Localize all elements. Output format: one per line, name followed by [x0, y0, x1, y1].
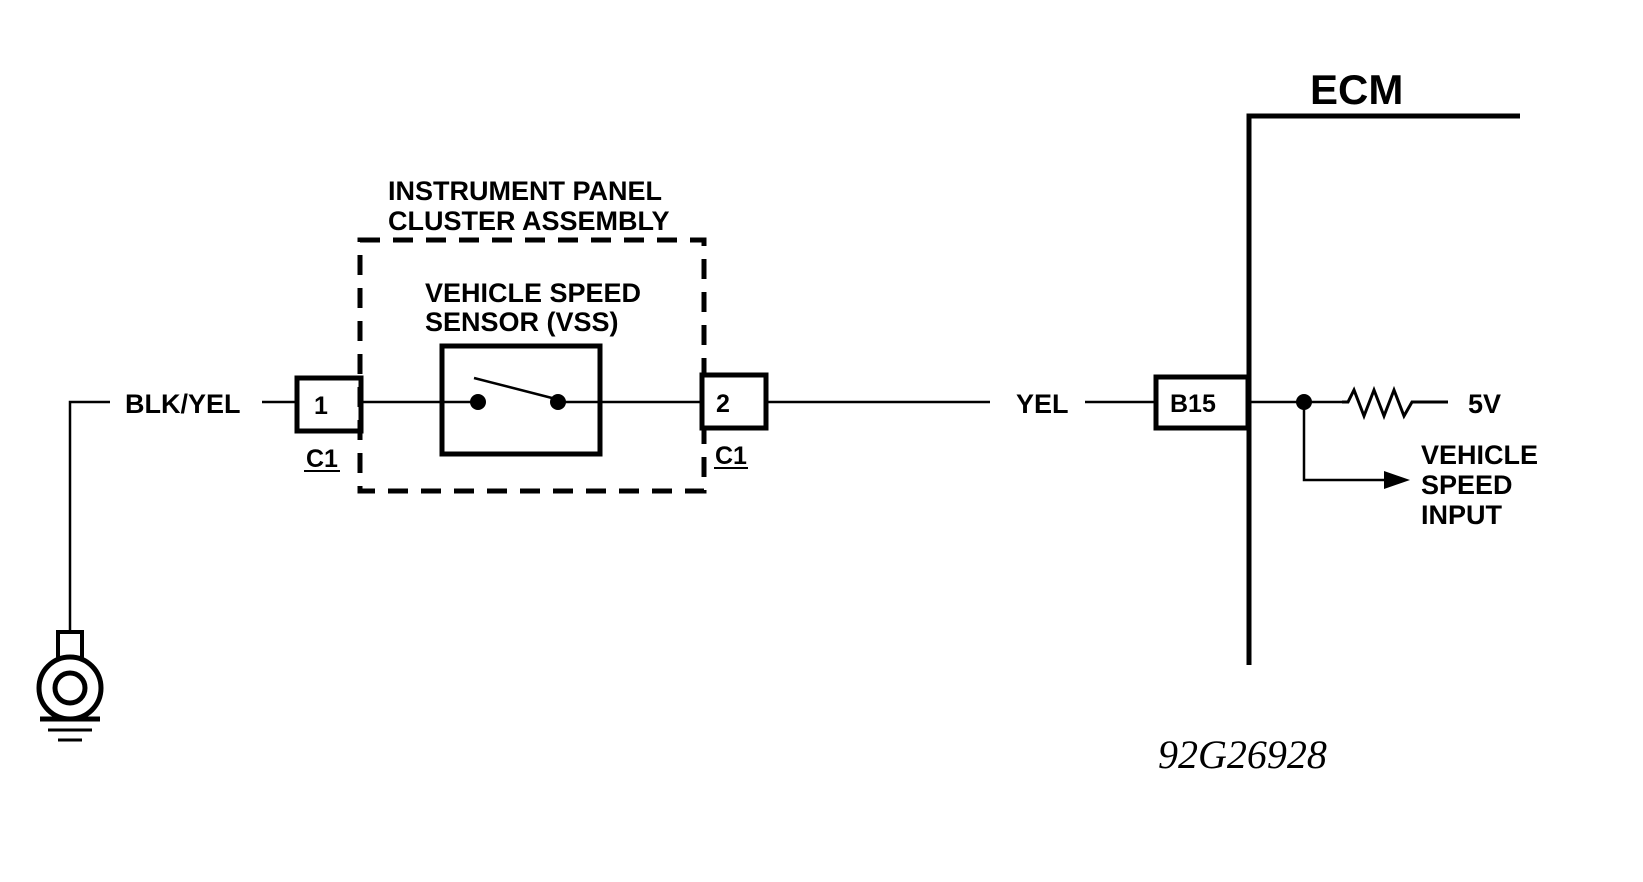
vss-sensor-box	[439, 343, 603, 457]
ground-wire-label: BLK/YEL	[125, 389, 241, 419]
switch-blade	[473, 376, 553, 400]
ecm-boundary	[1246, 113, 1520, 665]
signal-wire-label: YEL	[1016, 389, 1069, 419]
vss-label-line1: VEHICLE SPEED	[425, 278, 641, 308]
instrument-panel-cluster-outline	[357, 237, 707, 494]
connector-right-label: C1	[715, 442, 747, 470]
connector-pin-2	[699, 372, 769, 431]
cluster-title-line2: CLUSTER ASSEMBLY	[388, 206, 670, 236]
connector-left-label: C1	[306, 445, 338, 473]
pullup-resistor	[1342, 385, 1448, 421]
speed-input-label-line1: VEHICLE	[1421, 440, 1538, 470]
pin-2-label: 2	[716, 390, 730, 418]
switch-contact-left	[470, 394, 486, 410]
speed-input-label-line3: INPUT	[1421, 500, 1503, 530]
ground-symbol	[36, 400, 110, 742]
speed-input-arrow	[1384, 471, 1410, 489]
speed-input-wire	[1302, 402, 1390, 482]
switch-contact-right	[550, 394, 566, 410]
speed-input-label-line2: SPEED	[1421, 470, 1513, 500]
ecm-pin-label: B15	[1170, 390, 1216, 418]
figure-id: 92G26928	[1158, 732, 1327, 777]
voltage-label: 5V	[1468, 389, 1501, 419]
ecm-pin-b15	[1153, 374, 1251, 431]
pin-1-label: 1	[314, 392, 328, 420]
vss-label-line2: SENSOR (VSS)	[425, 307, 619, 337]
connector-pin-1	[294, 375, 364, 434]
cluster-title-line1: INSTRUMENT PANEL	[388, 176, 662, 206]
ecm-label: ECM	[1310, 66, 1403, 113]
